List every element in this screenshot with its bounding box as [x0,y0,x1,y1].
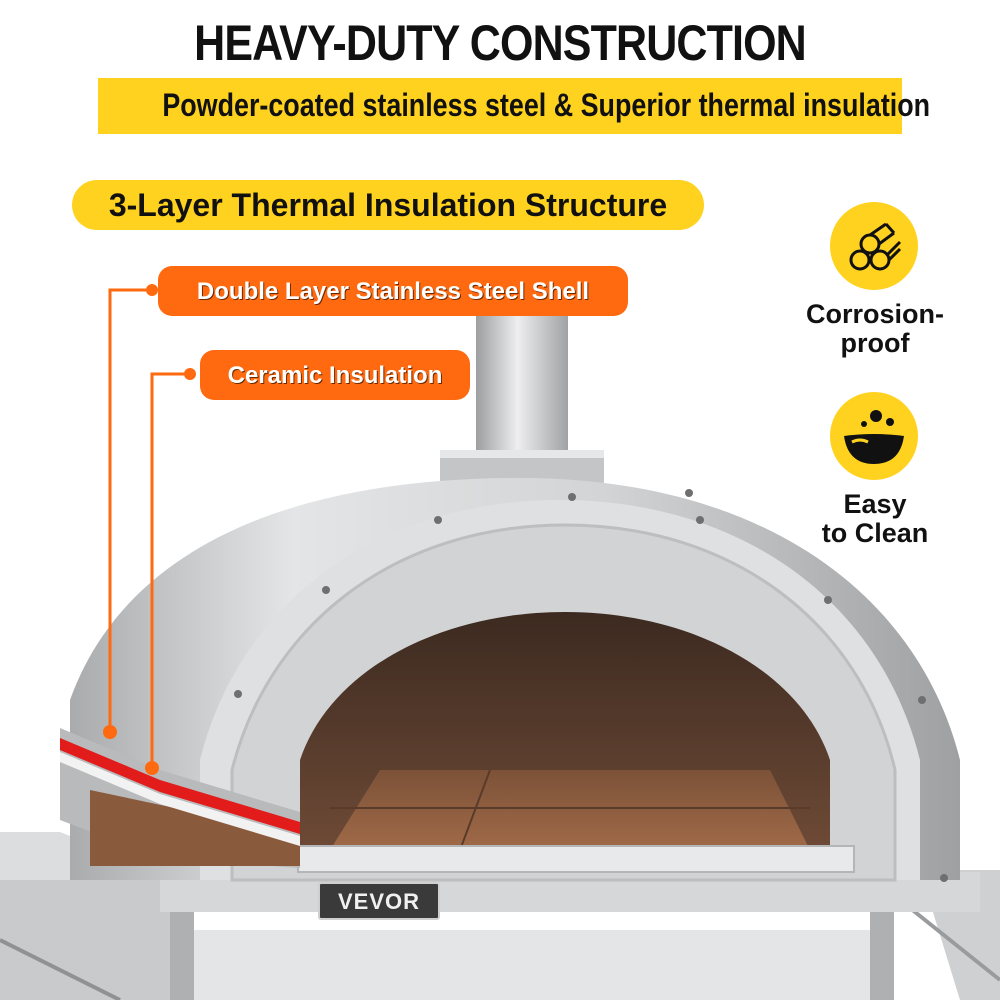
layer-label-shell-text: Double Layer Stainless Steel Shell [196,278,590,305]
pipes-glyph [849,222,902,271]
feature-clean-line2: to Clean [821,518,929,548]
subtitle-banner: Powder-coated stainless steel & Superior… [98,78,931,134]
feature-corrosion-label: Corrosion- proof [775,300,975,358]
layer-label-ceramic-text: Ceramic Insulation [227,362,443,389]
feature-clean-label: Easy to Clean [775,490,975,548]
rivets [234,489,948,882]
brand-logo-text: VEVOR [337,889,421,914]
subtitle-text: Powder-coated stainless steel & Superior… [162,87,931,123]
callout-leaders [108,288,190,768]
feature-corrosion-line1: Corrosion- [806,299,944,329]
feature-clean-line1: Easy [843,489,907,519]
washing-bowl-icon [830,392,918,480]
brand-plate: VEVOR [318,882,440,920]
pipes-icon [830,202,918,290]
cart-frame [160,872,980,1000]
callout-dots [103,284,196,775]
page-title: HEAVY-DUTY CONSTRUCTION [194,15,807,71]
structure-heading: 3-Layer Thermal Insulation Structure [72,180,704,230]
bowl-glyph [844,410,904,464]
structure-heading-text: 3-Layer Thermal Insulation Structure [108,187,668,223]
feature-corrosion-line2: proof [840,328,910,358]
layer-label-shell: Double Layer Stainless Steel Shell [158,266,628,316]
chimney [440,290,604,486]
layer-label-ceramic: Ceramic Insulation [200,350,470,400]
oven-opening [297,612,855,873]
insulation-cutaway [60,728,300,868]
